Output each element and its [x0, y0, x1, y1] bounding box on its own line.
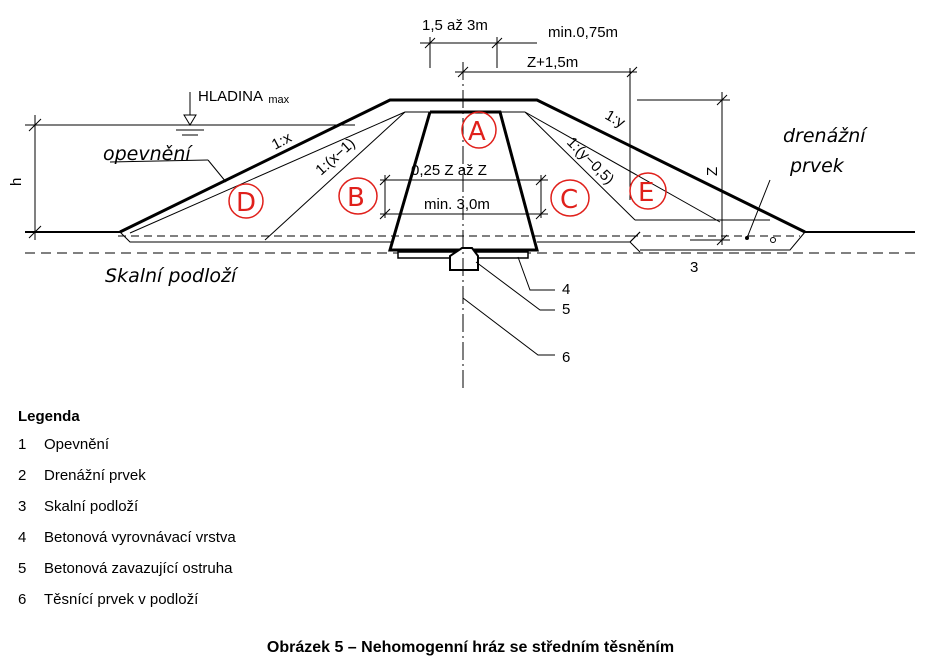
- callout-5: 5: [562, 301, 570, 318]
- callout-leaders: [462, 256, 555, 356]
- min-offset-dimension: min.0,75m: [548, 24, 618, 41]
- dam-cross-section-diagram: HLADINA max h 1,5 až 3m min.0,75m Z+1,5m…: [8, 17, 915, 392]
- z-plus-dimension: Z+1,5m: [527, 54, 578, 71]
- skalni-podlozi-handwritten: Skalní podloží: [105, 265, 239, 287]
- opevneni-handwritten: opevnění: [103, 143, 193, 165]
- top-dimensions: [420, 37, 730, 246]
- drenazni-handwritten: drenážní: [783, 125, 868, 147]
- crest-width-dimension: 1,5 až 3m: [422, 17, 488, 34]
- ground-line: [25, 231, 915, 254]
- h-label: h: [8, 178, 25, 186]
- zone-d-label: D: [236, 188, 256, 218]
- core-width-dimensions: [379, 174, 548, 220]
- callout-4: 4: [562, 281, 570, 298]
- legend-title: Legenda: [18, 408, 80, 425]
- z-dimension: Z: [704, 167, 721, 176]
- callout-3: 3: [690, 259, 698, 276]
- water-level-marker: [25, 92, 355, 136]
- zone-c-label: C: [560, 185, 578, 215]
- prvek-handwritten: prvek: [789, 155, 845, 177]
- water-level-label: HLADINA max: [198, 88, 290, 106]
- h-dimension: [28, 115, 42, 240]
- zone-a-label: A: [468, 117, 486, 147]
- slope-label-2: 1:(x−1): [312, 135, 358, 179]
- figure-caption: Obrázek 5 – Nehomogenní hráz se středním…: [266, 639, 675, 656]
- zone-e-label: E: [638, 178, 654, 208]
- slope-label-4: 1:y: [602, 107, 628, 132]
- zone-b-label: B: [347, 183, 365, 213]
- zone-labels: A B C D E: [228, 111, 667, 219]
- callout-6: 6: [562, 349, 570, 366]
- core-min-label: min. 3,0m: [424, 196, 490, 213]
- core-width-label: 0,25 Z až Z: [411, 162, 487, 179]
